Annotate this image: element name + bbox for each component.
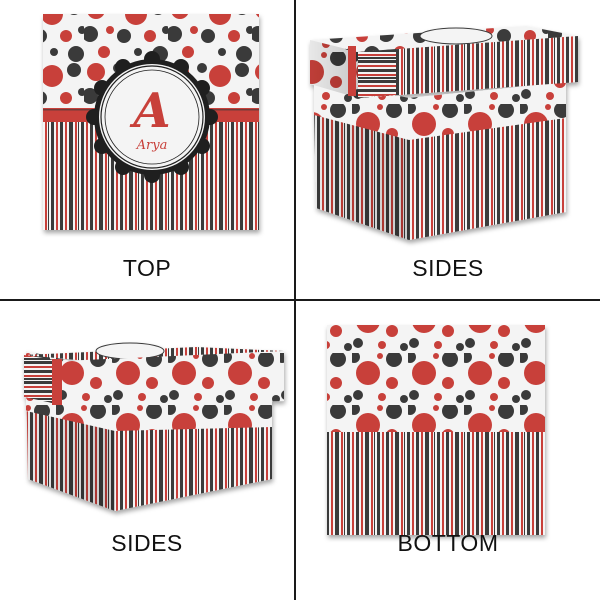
panel-label: TOP (122, 255, 172, 281)
panel-top: A Arya TOP (0, 0, 294, 299)
panel-bottom: BOTTOM (296, 301, 600, 600)
panel-label: SIDES (412, 255, 484, 281)
panel-sides-left-view: SIDES (0, 301, 294, 600)
panel-sides-right-view: SIDES (296, 0, 600, 299)
box-3d-image (310, 26, 578, 240)
monogram-name: Arya (136, 138, 168, 153)
panel-label: SIDES (111, 530, 183, 556)
top-print-image: A Arya (43, 14, 259, 230)
horizontal-divider (0, 299, 600, 301)
panel-label: BOTTOM (397, 530, 499, 556)
bottom-print-image (327, 325, 545, 535)
box-3d-image (24, 342, 284, 511)
monogram-letter: A (129, 83, 170, 139)
